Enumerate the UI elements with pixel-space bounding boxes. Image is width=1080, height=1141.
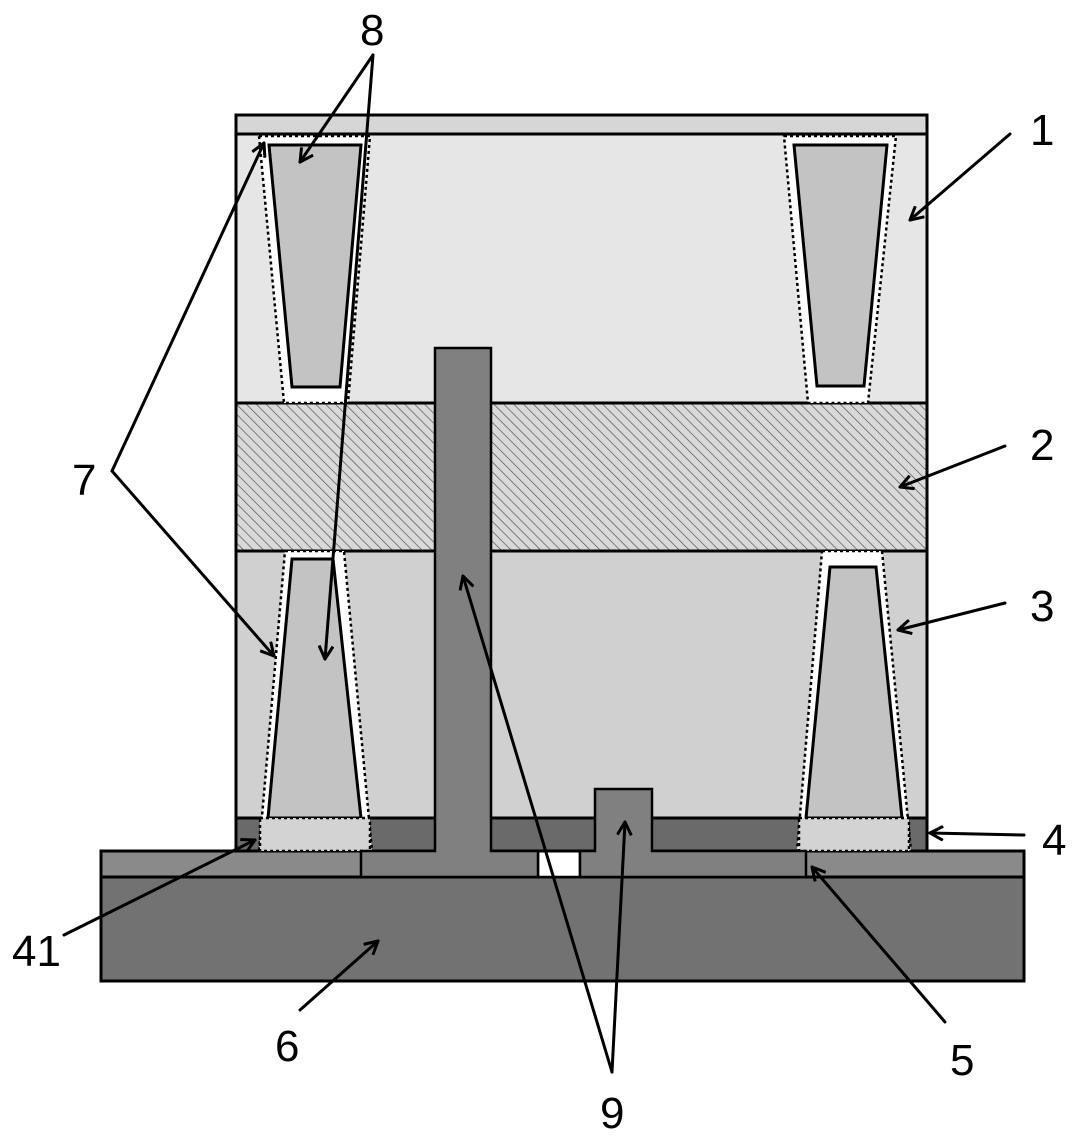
label-3: 3: [1030, 582, 1054, 631]
arrow-8-left: [298, 53, 375, 164]
label-8: 8: [360, 6, 384, 55]
arrow-4: [928, 833, 1026, 835]
label-2: 2: [1030, 421, 1054, 470]
label-9: 9: [600, 1089, 624, 1138]
arrow-7-upper: [110, 141, 264, 473]
arrow-5: [810, 865, 947, 1024]
arrow-9-right: [610, 820, 625, 1074]
short-post-9: [578, 787, 808, 879]
via-upper-right: [792, 143, 889, 388]
label-6: 6: [275, 1022, 299, 1071]
arrow-3: [896, 601, 1007, 630]
pad-41-right: [797, 816, 911, 853]
arrow-1: [908, 132, 1012, 222]
arrow-6: [298, 939, 380, 1012]
label-4: 4: [1042, 816, 1066, 865]
layer-2-hatched: [234, 401, 929, 553]
label-5: 5: [950, 1036, 974, 1085]
pad-41-left: [258, 816, 372, 853]
arrow-7-lower: [110, 469, 276, 658]
label-7: 7: [72, 456, 96, 505]
top-cap: [234, 113, 929, 136]
base-layer-6: [99, 875, 1026, 983]
via-upper-left: [267, 143, 363, 389]
tall-post-9: [359, 346, 540, 879]
arrow-2: [898, 444, 1007, 487]
label-1: 1: [1030, 106, 1054, 155]
arrow-41: [62, 840, 257, 937]
label-41: 41: [12, 927, 61, 976]
arrow-9-left: [463, 574, 614, 1074]
arrow-8-right: [325, 53, 375, 661]
plate-gap: [536, 851, 582, 879]
